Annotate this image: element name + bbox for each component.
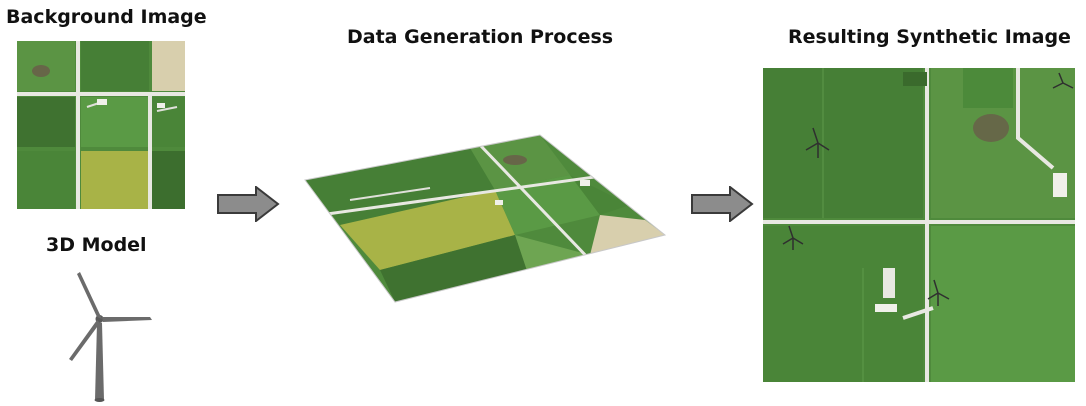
wind-turbine-icon (69, 272, 152, 402)
background-aerial-image (17, 41, 185, 209)
3d-model-title: 3D Model (46, 234, 147, 256)
perspective-terrain-render (304, 134, 667, 303)
background-image-title: Background Image (6, 6, 207, 28)
resulting-synthetic-aerial-image (763, 68, 1075, 382)
right-arrow-icon (691, 186, 754, 222)
data-generation-process-title: Data Generation Process (347, 26, 614, 48)
right-arrow-icon (217, 186, 280, 222)
resulting-synthetic-image-title: Resulting Synthetic Image (788, 26, 1071, 48)
